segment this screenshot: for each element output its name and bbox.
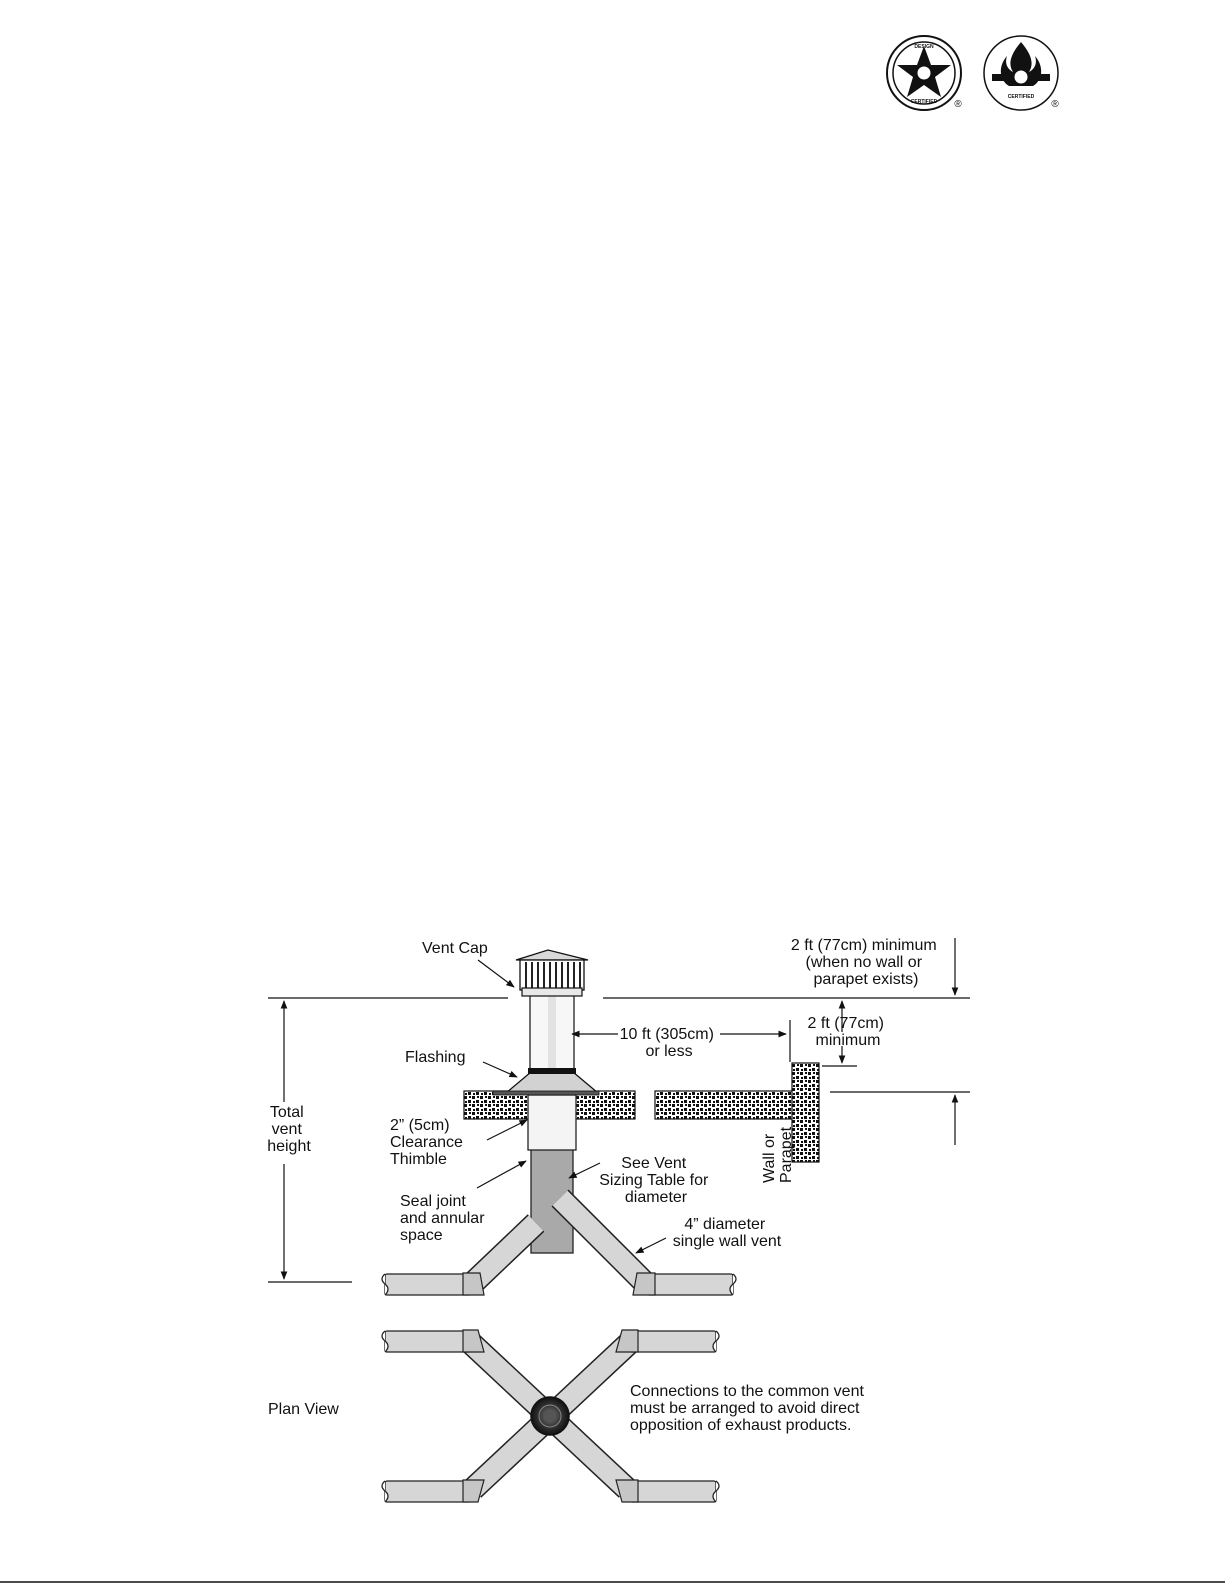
registered-mark-2: ® bbox=[1051, 99, 1059, 110]
seal-joint-leader bbox=[476, 1160, 527, 1189]
flashing bbox=[504, 1071, 600, 1094]
vent-cap-leader bbox=[477, 959, 515, 988]
logo-certified-text: CERTIFIED bbox=[911, 99, 938, 105]
logo-design-text: DESIGN bbox=[914, 44, 934, 50]
connections-note: Connections to the common vent must be a… bbox=[630, 1383, 868, 1434]
total-vent-height-label: Total vent height bbox=[267, 1104, 311, 1155]
plan-view-diagram bbox=[381, 1329, 720, 1503]
clearance-thimble-label: 2” (5cm) Clearance Thimble bbox=[390, 1117, 467, 1168]
plan-view-label: Plan View bbox=[268, 1401, 339, 1418]
roof-section-right bbox=[654, 1090, 801, 1120]
four-inch-leader bbox=[635, 1237, 667, 1254]
flashing-leader bbox=[482, 1061, 518, 1078]
logo-certified-text-2: CERTIFIED bbox=[1008, 94, 1035, 100]
ten-ft-label: 10 ft (305cm) or less bbox=[620, 1026, 719, 1060]
vent-cap-label: Vent Cap bbox=[422, 940, 488, 957]
registered-mark: ® bbox=[954, 99, 962, 110]
wall-or-parapet-label: Wall or Parapet bbox=[761, 1126, 795, 1183]
clearance-thimble bbox=[527, 1094, 577, 1151]
two-ft-minimum-label: 2 ft (77cm) minimum bbox=[808, 1015, 889, 1049]
elevation-connectors bbox=[381, 1189, 737, 1296]
flashing-label: Flashing bbox=[405, 1049, 465, 1066]
four-inch-diameter-label: 4” diameter single wall vent bbox=[673, 1216, 782, 1250]
gas-flame-logo: CERTIFIED ® bbox=[983, 35, 1059, 111]
wall-parapet bbox=[791, 1062, 820, 1163]
seal-joint-label: Seal joint and annular space bbox=[400, 1193, 489, 1244]
clearance-thimble-leader bbox=[486, 1119, 528, 1141]
design-certified-logo: DESIGN CERTIFIED ® bbox=[886, 35, 962, 111]
two-ft-no-wall-label: 2 ft (77cm) minimum (when no wall or par… bbox=[791, 937, 941, 988]
vent-cap bbox=[515, 949, 589, 997]
see-vent-sizing-label: See Vent Sizing Table for diameter bbox=[599, 1155, 713, 1206]
see-vent-sizing-leader bbox=[568, 1162, 601, 1179]
storm-collar bbox=[528, 1068, 576, 1074]
